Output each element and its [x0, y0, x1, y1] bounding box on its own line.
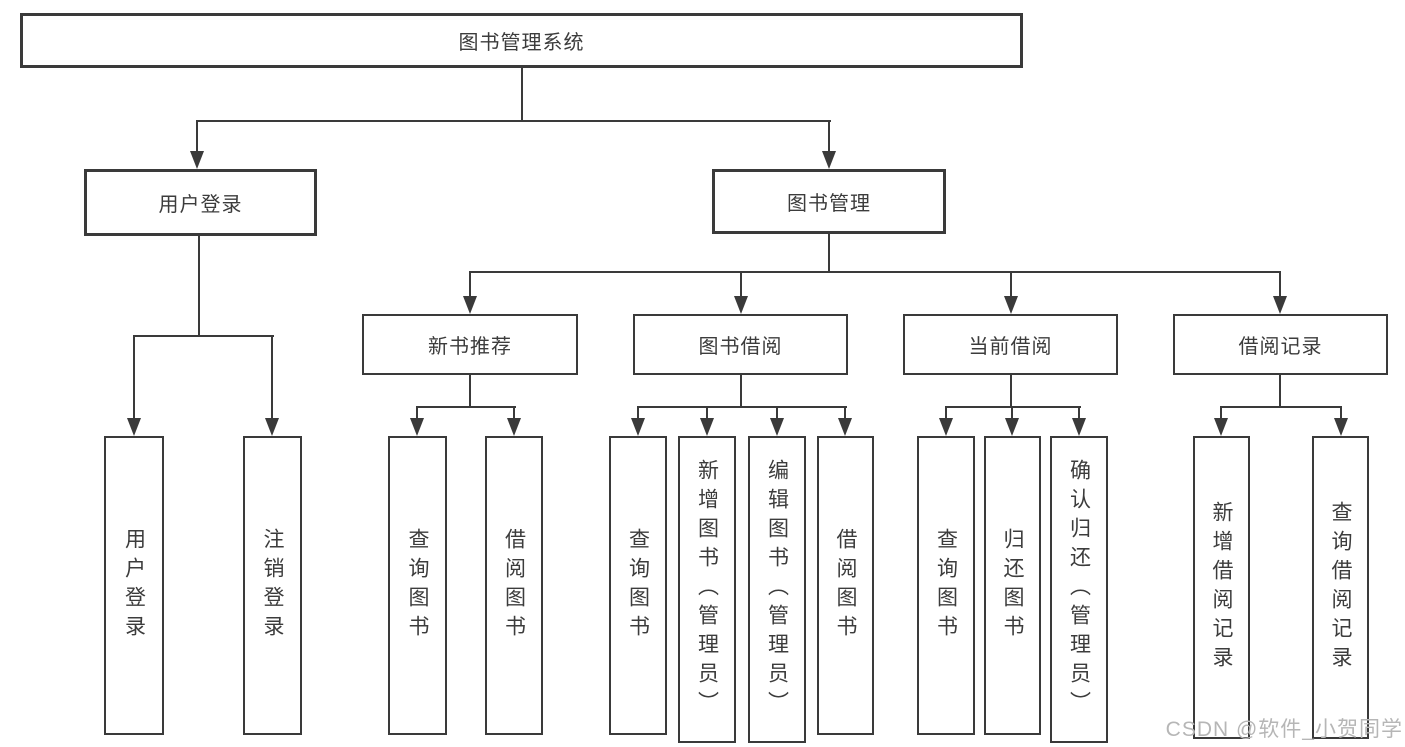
connector-line [637, 406, 847, 408]
leaf-label: 借阅图书 [834, 527, 857, 644]
leaf-add-borrow-record: 新增借阅记录 [1193, 436, 1250, 739]
leaf-query-borrow-record: 查询借阅记录 [1312, 436, 1369, 739]
leaf-label: 新增图书（管理员） [695, 459, 719, 720]
leaf-label: 查询图书 [934, 527, 958, 644]
leaf-label: 查询图书 [406, 527, 429, 644]
arrow-down-icon [734, 296, 748, 314]
connector-line [416, 406, 418, 420]
arrow-down-icon [770, 418, 784, 436]
arrow-down-icon [507, 418, 521, 436]
arrow-down-icon [1072, 418, 1086, 436]
node-user-login: 用户登录 [84, 169, 317, 236]
connector-line [469, 375, 471, 408]
connector-line [740, 375, 742, 408]
connector-line [133, 335, 135, 419]
node-new-book-recommend: 新书推荐 [362, 314, 578, 375]
leaf-borrow-books: 借阅图书 [817, 436, 874, 735]
connector-line [1279, 271, 1281, 298]
leaf-label: 注销登录 [261, 527, 284, 644]
leaf-label: 查询图书 [626, 527, 650, 644]
leaf-logout: 注销登录 [243, 436, 302, 735]
leaf-borrow-books-recommend: 借阅图书 [485, 436, 543, 735]
csdn-watermark: CSDN @软件_小贺同学 [1165, 718, 1403, 741]
connector-line [945, 406, 1081, 408]
connector-line [1340, 406, 1342, 420]
leaf-label: 新增借阅记录 [1210, 500, 1233, 675]
node-label: 图书管理 [787, 193, 871, 215]
leaf-label: 用户登录 [122, 527, 146, 644]
connector-line [1078, 406, 1080, 420]
node-label: 用户登录 [158, 194, 243, 216]
node-book-borrow: 图书借阅 [633, 314, 848, 375]
connector-line [740, 271, 742, 298]
connector-line [513, 406, 515, 420]
leaf-label: 归还图书 [1001, 527, 1024, 644]
connector-line [776, 406, 778, 420]
connector-line [469, 271, 471, 298]
node-label: 图书管理系统 [458, 32, 585, 54]
arrow-down-icon [631, 418, 645, 436]
arrow-down-icon [700, 418, 714, 436]
arrow-down-icon [1004, 296, 1018, 314]
arrow-down-icon [190, 151, 204, 169]
connector-line [198, 236, 200, 337]
arrow-down-icon [410, 418, 424, 436]
connector-line [828, 120, 830, 152]
connector-line [1010, 375, 1012, 408]
connector-line [706, 406, 708, 420]
node-book-management: 图书管理 [712, 169, 946, 234]
leaf-query-books-recommend: 查询图书 [388, 436, 447, 735]
node-label: 新书推荐 [428, 336, 512, 358]
arrow-down-icon [1214, 418, 1228, 436]
arrow-down-icon [1273, 296, 1287, 314]
leaf-edit-books-admin: 编辑图书（管理员） [748, 436, 806, 743]
leaf-label: 借阅图书 [502, 527, 526, 644]
connector-line [828, 234, 830, 273]
connector-line [637, 406, 639, 420]
arrow-down-icon [822, 151, 836, 169]
leaf-return-books: 归还图书 [984, 436, 1041, 735]
connector-line [521, 68, 523, 121]
connector-line [1011, 406, 1013, 420]
connector-line [196, 120, 198, 152]
connector-line [416, 406, 516, 408]
arrow-down-icon [463, 296, 477, 314]
node-label: 借阅记录 [1238, 336, 1323, 358]
connector-line [133, 335, 274, 337]
leaf-label: 编辑图书（管理员） [765, 459, 789, 720]
connector-line [196, 120, 831, 122]
leaf-confirm-return-admin: 确认归还（管理员） [1050, 436, 1108, 743]
leaf-label: 查询借阅记录 [1329, 500, 1352, 675]
arrow-down-icon [265, 418, 279, 436]
connector-line [945, 406, 947, 420]
connector-line [844, 406, 846, 420]
arrow-down-icon [939, 418, 953, 436]
leaf-query-books-current: 查询图书 [917, 436, 975, 735]
node-borrow-records: 借阅记录 [1173, 314, 1388, 375]
connector-line [1220, 406, 1342, 408]
node-label: 图书借阅 [698, 336, 783, 358]
arrow-down-icon [1005, 418, 1019, 436]
node-library-management-system: 图书管理系统 [20, 13, 1023, 68]
connector-line [1010, 271, 1012, 298]
node-label: 当前借阅 [968, 336, 1053, 358]
arrow-down-icon [838, 418, 852, 436]
arrow-down-icon [1334, 418, 1348, 436]
leaf-label: 确认归还（管理员） [1067, 459, 1091, 720]
leaf-query-books-borrow: 查询图书 [609, 436, 667, 735]
connector-line [1220, 406, 1222, 420]
node-current-borrow: 当前借阅 [903, 314, 1118, 375]
connector-line [469, 271, 1281, 273]
leaf-user-login: 用户登录 [104, 436, 164, 735]
leaf-add-books-admin: 新增图书（管理员） [678, 436, 736, 743]
connector-line [271, 335, 273, 419]
connector-line [1279, 375, 1281, 408]
arrow-down-icon [127, 418, 141, 436]
